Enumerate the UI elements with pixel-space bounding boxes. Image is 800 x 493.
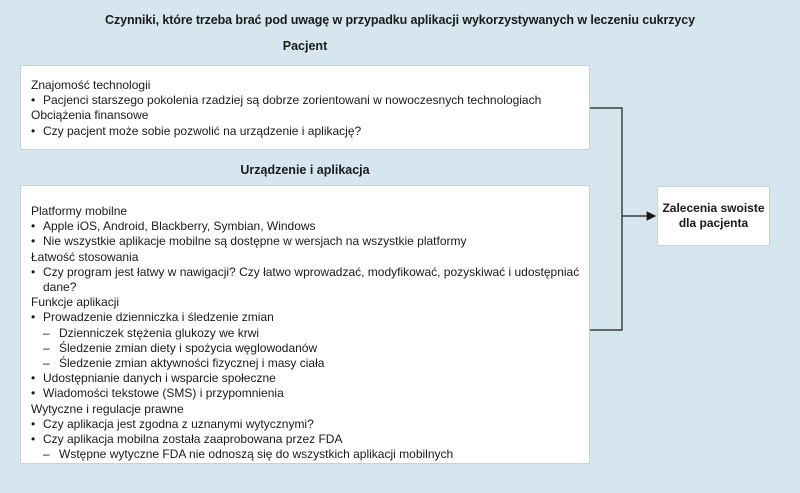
bullet-item: • Czy pacjent może sobie pozwolić na urzą… [21, 124, 589, 139]
item-text: Wiadomości tekstowe (SMS) i przypomnieni… [43, 386, 284, 401]
bullet-marker: • [31, 123, 36, 138]
patient-box: Znajomość technologii•Pacjenci starszego… [20, 65, 590, 150]
dash-marker: – [43, 447, 50, 462]
item-text: Wstępne wytyczne FDA nie odnoszą się do … [59, 447, 454, 462]
sub-item: –Dzienniczek stężenia glukozy we krwi [21, 326, 589, 341]
item-text: Czy aplikacja mobilna została zaaprobowa… [43, 432, 343, 447]
category-heading: Łatwość stosowania [31, 249, 139, 264]
category-heading: Obciążenia finansowe [31, 108, 149, 123]
bullet-item: • Czy aplikacja mobilna została zaaprobow… [21, 432, 589, 447]
bullet-marker: • [31, 371, 36, 386]
category-heading: Platformy mobilne [31, 204, 128, 218]
recommendation-line-1: Zalecenia swoiste [662, 201, 765, 215]
item-text: Prowadzenie dzienniczka i śledzenie zmia… [43, 310, 274, 325]
item-text: Pacjenci starszego pokolenia rzadziej są… [43, 93, 542, 108]
bullet-marker: • [31, 93, 36, 108]
sub-item: –Śledzenie zmian aktywności fizycznej i … [21, 356, 589, 371]
item-text: Czy aplikacja jest zgodna z uznanymi wyt… [43, 416, 314, 431]
bullet-item: • Czy program jest łatwy w nawigacji? Czy… [21, 265, 589, 295]
item-text: Udostępnianie danych i wsparcie społeczn… [43, 371, 276, 386]
item-text: Czy pacjent może sobie pozwolić na urząd… [43, 123, 362, 138]
recommendation-box: Zalecenia swoiste dla pacjenta [657, 186, 770, 246]
item-text: Apple iOS, Android, Blackberry, Symbian,… [43, 219, 316, 234]
bullet-marker: • [31, 264, 36, 279]
bullet-item: • Wiadomości tekstowe (SMS) i przypomnien… [21, 386, 589, 401]
category-heading: Znajomość technologii [31, 78, 151, 92]
item-text: Śledzenie zmian aktywności fizycznej i m… [59, 356, 325, 371]
connector-device [590, 216, 623, 331]
bullet-item: • Pacjenci starszego pokolenia rzadziej s… [21, 93, 589, 108]
bullet-item: • Prowadzenie dzienniczka i śledzenie zmi… [21, 310, 589, 325]
diagram-title: Czynniki, które trzeba brać pod uwagę w … [105, 13, 695, 27]
device-box: Platformy mobilne•Apple iOS, Android, Bl… [20, 185, 590, 464]
bullet-marker: • [31, 432, 36, 447]
recommendation-line-2: dla pacjenta [678, 216, 749, 230]
dash-marker: – [43, 356, 50, 371]
bullet-item: • Udostępnianie danych i wsparcie społecz… [21, 371, 589, 386]
bullet-marker: • [31, 234, 36, 249]
item-text: Czy program jest łatwy w nawigacji? Czy … [43, 264, 580, 295]
connector-patient [590, 107, 623, 216]
bullet-marker: • [31, 386, 36, 401]
dash-marker: – [43, 325, 50, 340]
bullet-marker: • [31, 416, 36, 431]
bullet-marker: • [31, 219, 36, 234]
sub-item: –Wstępne wytyczne FDA nie odnoszą się do… [21, 447, 589, 462]
bullet-item: • Nie wszystkie aplikacje mobilne są dost… [21, 234, 589, 249]
item-text: Śledzenie zmian diety i spożycia węglowo… [59, 340, 318, 355]
patient-section-title: Pacjent [282, 39, 328, 53]
bullet-item: • Czy aplikacja jest zgodna z uznanymi wy… [21, 417, 589, 432]
bullet-item: • Apple iOS, Android, Blackberry, Symbian… [21, 219, 589, 234]
category-heading: Wytyczne i regulacje prawne [31, 401, 184, 416]
item-text: Dzienniczek stężenia glukozy we krwi [59, 325, 260, 340]
item-text: Nie wszystkie aplikacje mobilne są dostę… [43, 234, 467, 249]
category-heading: Funkcje aplikacji [31, 295, 120, 310]
sub-item: –Śledzenie zmian diety i spożycia węglow… [21, 341, 589, 356]
dash-marker: – [43, 340, 50, 355]
bullet-marker: • [31, 310, 36, 325]
device-section-title: Urządzenie i aplikacja [240, 163, 370, 177]
